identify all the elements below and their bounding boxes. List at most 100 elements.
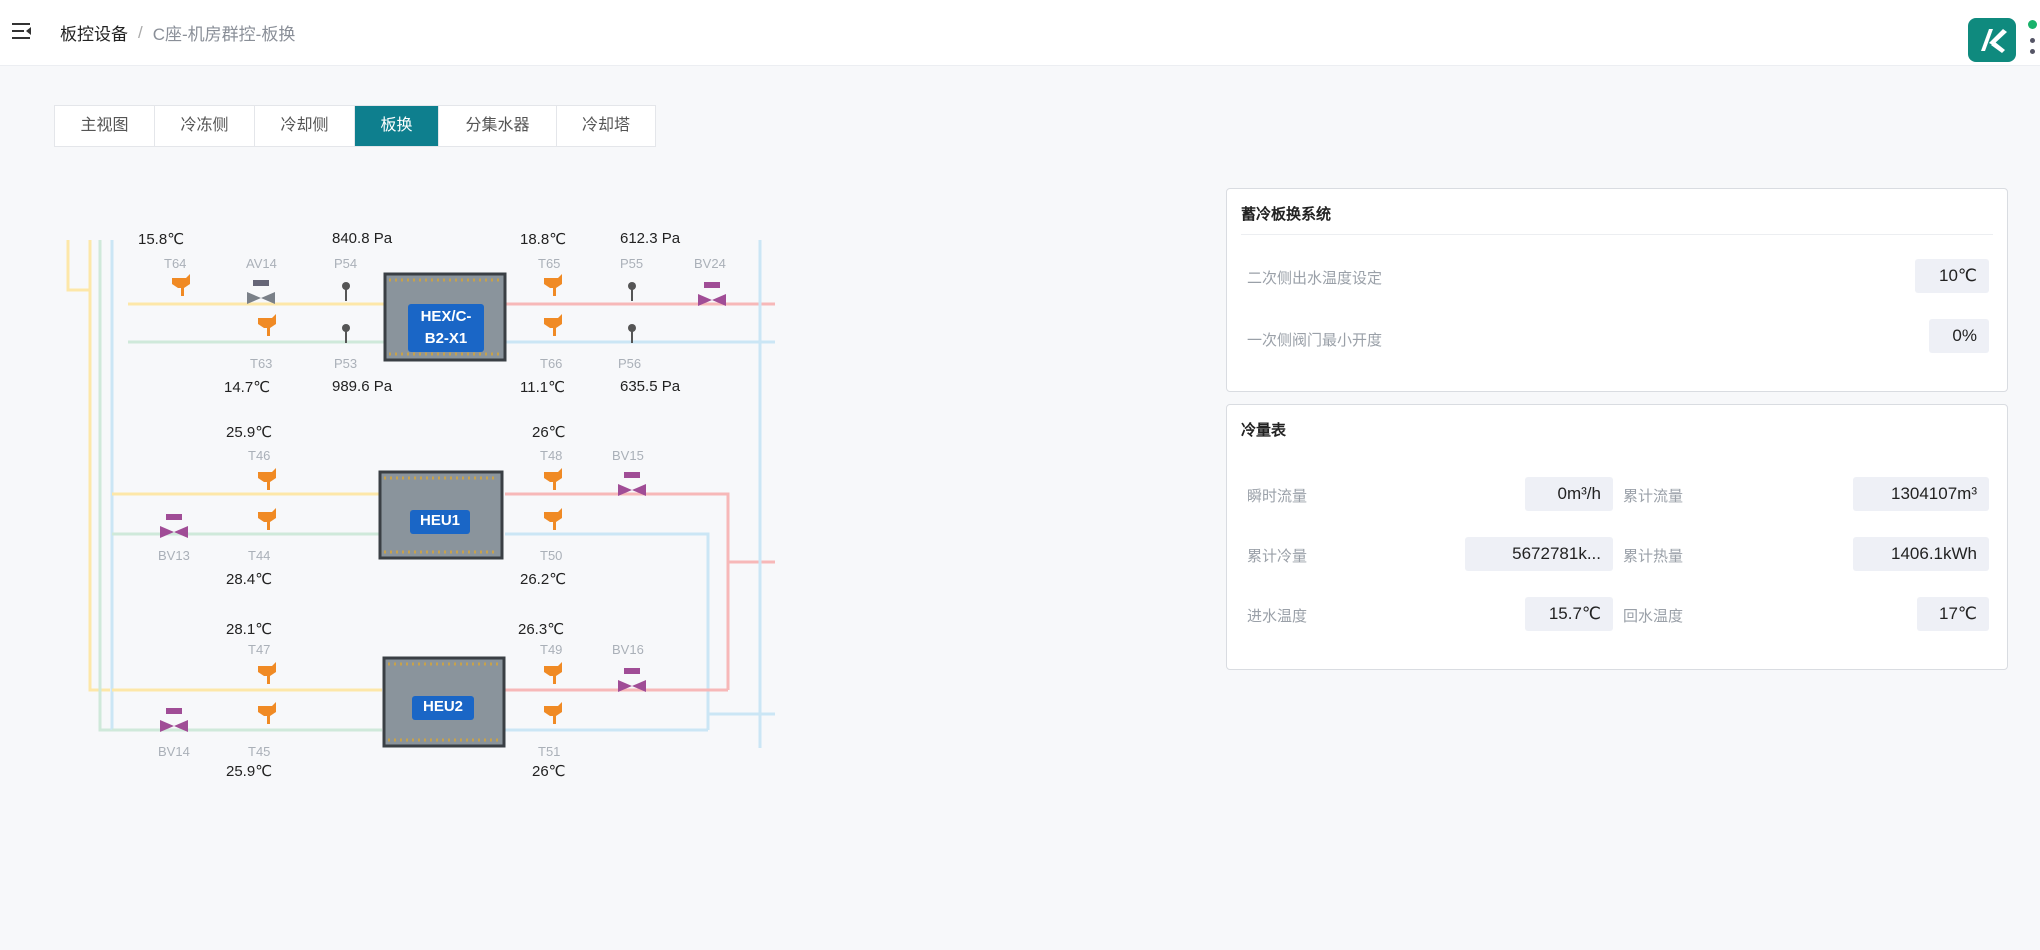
tab-bar: 主视图 冷冻侧 冷却侧 板换 分集水器 冷却塔 [54,105,656,147]
T46-value: 25.9℃ [226,424,273,441]
tab-main-view[interactable]: 主视图 [55,106,155,146]
T44-value: 28.4℃ [226,571,273,588]
tab-plate-exchanger[interactable]: 板换 [355,106,439,146]
P53-value: 989.6 Pa [332,378,393,395]
panel-divider [1241,234,1993,235]
valve-BV16-icon[interactable] [618,668,646,692]
return-temp-label: 回水温度 [1623,608,1684,625]
T45-tag: T45 [248,744,271,759]
P55-tag: P55 [620,256,644,271]
T45-value: 25.9℃ [226,763,273,780]
total-flow-label: 累计流量 [1623,488,1684,505]
T64-value: 15.8℃ [138,231,185,248]
P56-value: 635.5 Pa [620,378,681,395]
sensor-T51-icon[interactable] [544,702,562,724]
heu1-label: HEU1 [410,510,470,534]
T49-tag: T49 [540,642,563,657]
breadcrumb-separator: / [138,22,143,42]
brand-logo-icon [1968,18,2016,62]
BV13-tag: BV13 [158,548,190,563]
breadcrumb-current: C座-机房群控-板换 [152,25,296,44]
storage-panel-title: 蓄冷板换系统 [1241,206,1332,223]
P54-tag: P54 [334,256,358,271]
meter-panel-title: 冷量表 [1241,422,1287,439]
breadcrumb: 板控设备 / C座-机房群控-板换 [60,20,295,45]
T65-tag: T65 [538,256,561,271]
sensor-T46-icon[interactable] [258,468,276,490]
sensor-P55-icon[interactable] [628,282,636,301]
P54-value: 840.8 Pa [332,230,393,247]
T47-tag: T47 [248,642,271,657]
T51-tag: T51 [538,744,561,759]
T63-value: 14.7℃ [224,379,271,396]
BV15-tag: BV15 [612,448,644,463]
tab-chilled-side[interactable]: 冷冻侧 [155,106,255,146]
menu-collapse-icon[interactable] [12,22,34,40]
heu2-label: HEU2 [412,696,474,720]
valve-min-open-value[interactable]: 0% [1929,319,1989,353]
T44-tag: T44 [248,548,271,563]
sensor-P56-icon[interactable] [628,324,636,343]
inlet-temp-label: 进水温度 [1247,608,1308,625]
breadcrumb-root[interactable]: 板控设备 [60,25,128,44]
storage-exchanger-panel: 蓄冷板换系统 二次侧出水温度设定 10℃ 一次侧阀门最小开度 0% [1226,188,2008,392]
instant-flow-label: 瞬时流量 [1247,488,1308,505]
T48-tag: T48 [540,448,563,463]
BV14-tag: BV14 [158,744,190,759]
sensor-T66-icon[interactable] [544,314,562,336]
status-dots-icon [2028,20,2037,60]
total-cooling-value: 5672781k... [1465,537,1613,571]
sensor-T49-icon[interactable] [544,662,562,684]
setpoint-value[interactable]: 10℃ [1915,259,1989,293]
BV16-tag: BV16 [612,642,644,657]
sensor-T47-icon[interactable] [258,662,276,684]
T51-value: 26℃ [532,763,566,780]
tab-cooling-tower[interactable]: 冷却塔 [581,117,630,134]
top-header: 板控设备 / C座-机房群控-板换 [0,0,2040,66]
total-flow-value: 1304107m³ [1853,477,1989,511]
P53-tag: P53 [334,356,358,371]
P55-value: 612.3 Pa [620,230,681,247]
valve-min-open-label: 一次侧阀门最小开度 [1247,332,1383,349]
cooling-meter-panel: 冷量表 瞬时流量 0m³/h 累计流量 1304107m³ 累计冷量 56727… [1226,404,2008,670]
tab-cooling-side[interactable]: 冷却侧 [255,106,355,146]
sensor-T45-icon[interactable] [258,702,276,724]
return-temp-value: 17℃ [1917,597,1989,631]
valve-BV13-icon[interactable] [160,514,188,538]
sensor-T64-icon[interactable] [172,274,190,296]
valve-AV14-icon[interactable] [247,280,275,304]
tab-water-distributor[interactable]: 分集水器 [439,106,557,146]
sensor-T63-icon[interactable] [258,314,276,336]
sensor-T65-icon[interactable] [544,274,562,296]
inlet-temp-value: 15.7℃ [1525,597,1613,631]
T49-value: 26.3℃ [518,621,565,638]
instant-flow-value: 0m³/h [1525,477,1613,511]
hex1-label: HEX/C- B2-X1 [408,304,484,352]
total-cooling-label: 累计冷量 [1247,548,1308,565]
T50-value: 26.2℃ [520,571,567,588]
total-heat-label: 累计热量 [1623,548,1684,565]
T47-value: 28.1℃ [226,621,273,638]
sensor-P54-icon[interactable] [342,282,350,301]
total-heat-value: 1406.1kWh [1853,537,1989,571]
AV14-tag: AV14 [246,256,277,271]
sensor-T44-icon[interactable] [258,508,276,530]
T66-tag: T66 [540,356,563,371]
valve-BV14-icon[interactable] [160,708,188,732]
valve-BV15-icon[interactable] [618,472,646,496]
T48-value: 26℃ [532,424,566,441]
BV24-tag: BV24 [694,256,726,271]
valve-BV24-icon[interactable] [698,282,726,306]
T46-tag: T46 [248,448,271,463]
setpoint-label: 二次侧出水温度设定 [1247,270,1383,287]
sensor-P53-icon[interactable] [342,324,350,343]
T66-value: 11.1℃ [520,379,565,396]
piping-diagram: HEX/C- B2-X1 HEU1 HEU2 15.8℃ T64 AV14 84… [0,0,800,950]
sensor-T48-icon[interactable] [544,468,562,490]
T64-tag: T64 [164,256,187,271]
sensor-T50-icon[interactable] [544,508,562,530]
T63-tag: T63 [250,356,273,371]
P56-tag: P56 [618,356,642,371]
T50-tag: T50 [540,548,563,563]
heu1-exchanger-icon[interactable] [378,470,504,560]
